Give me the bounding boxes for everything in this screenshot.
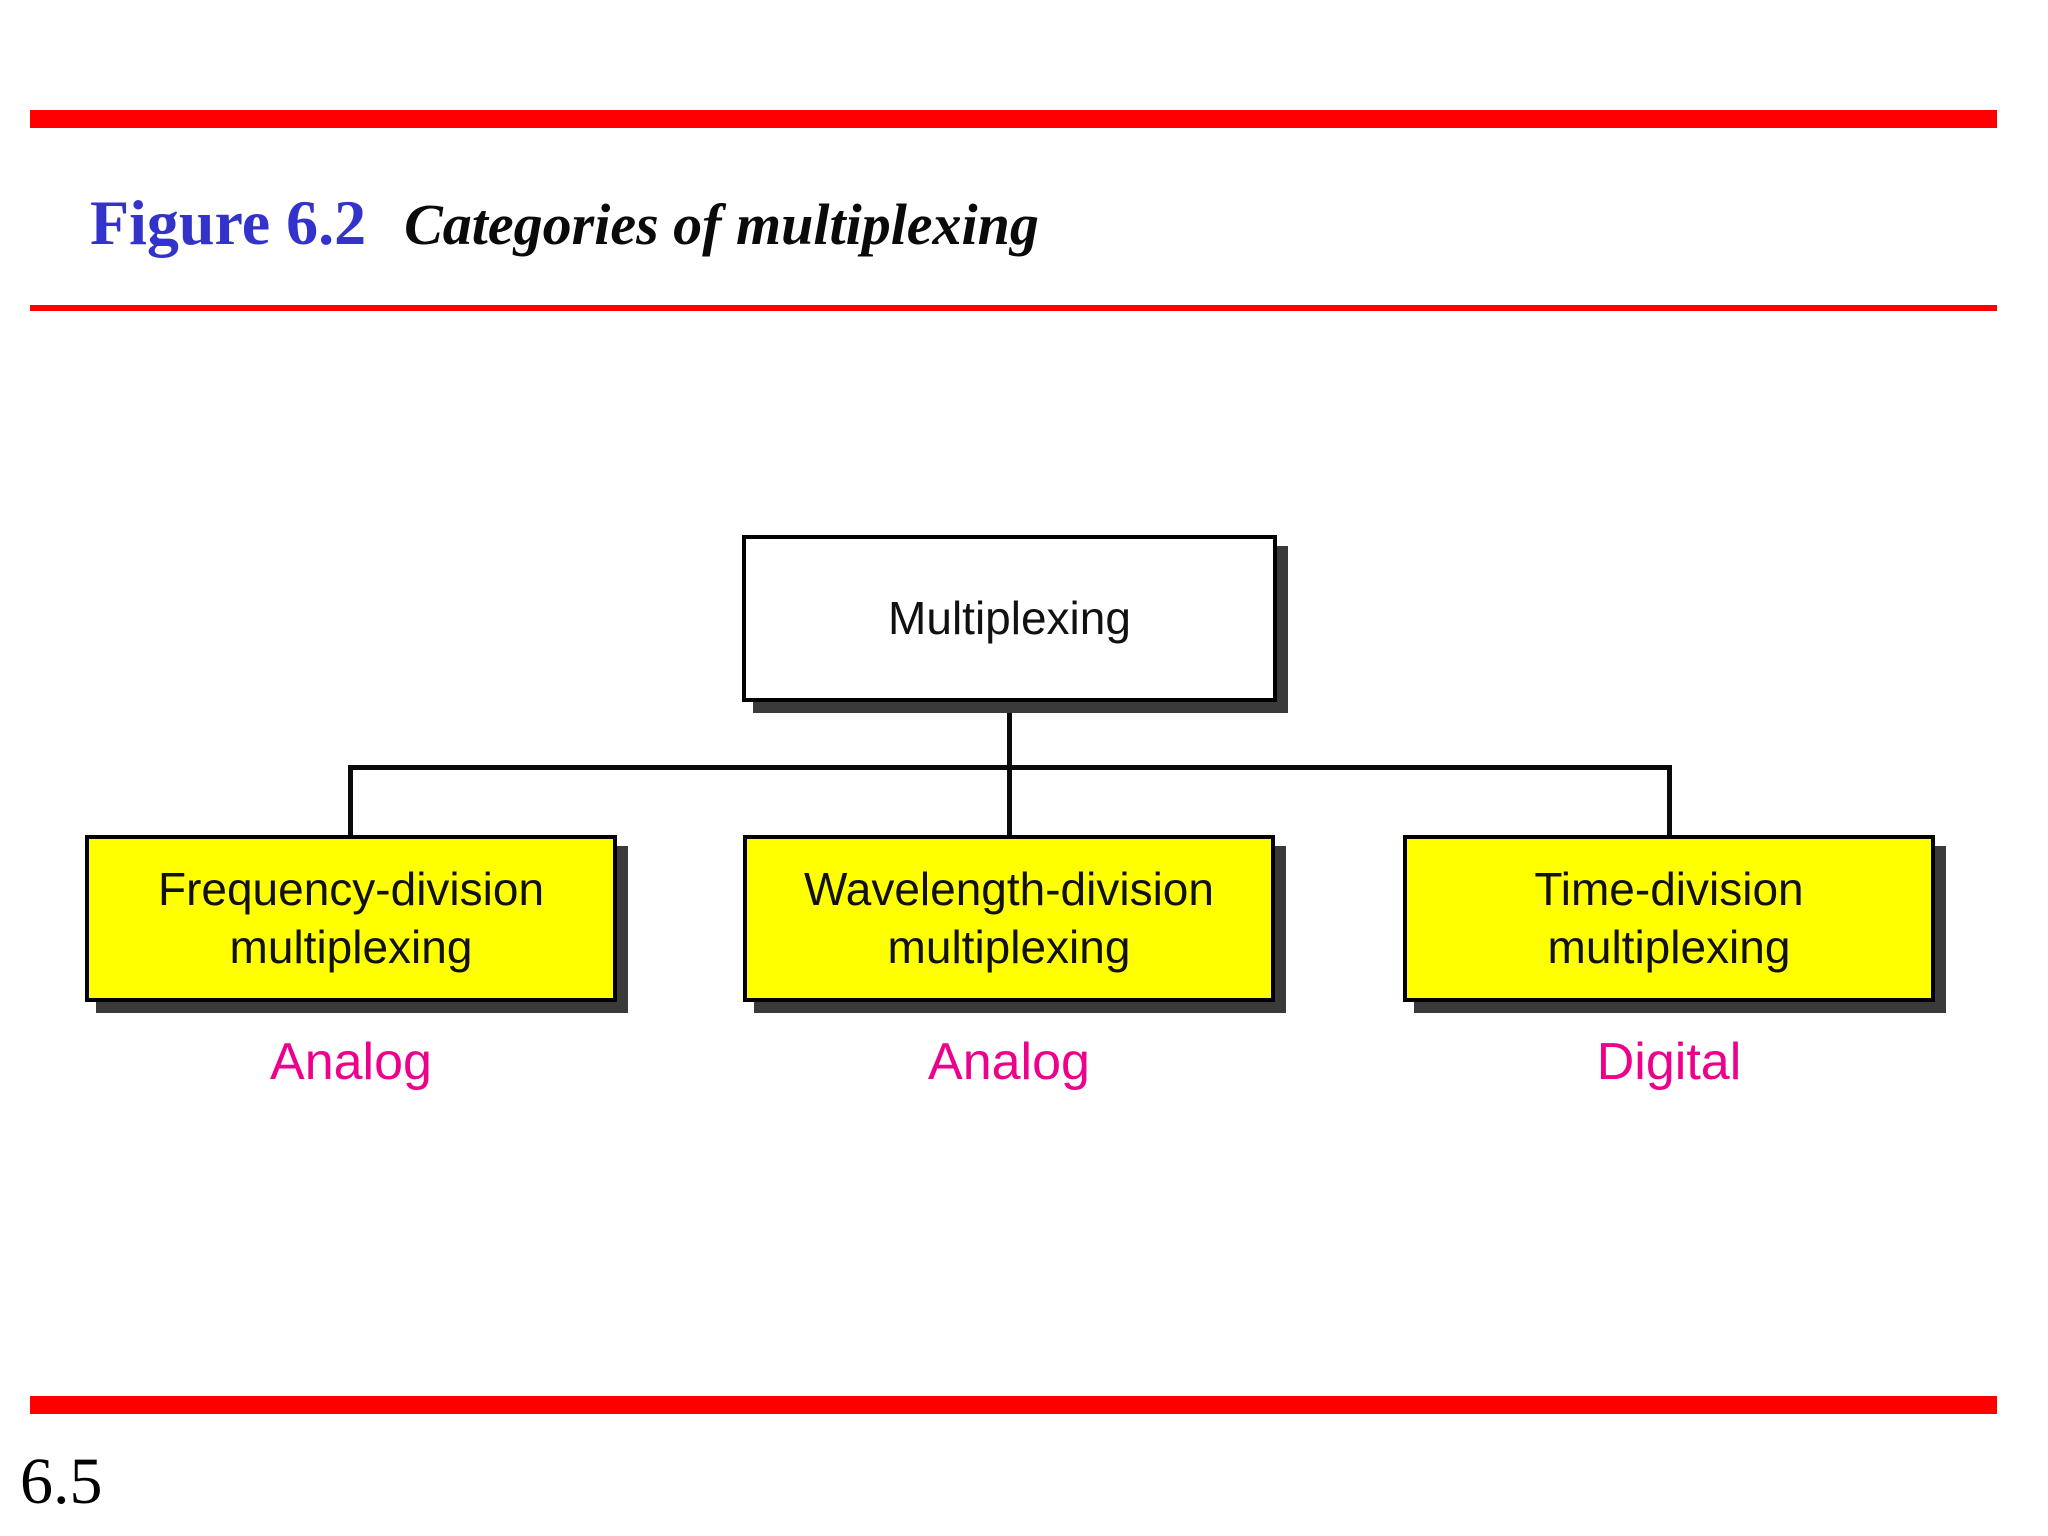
page-number: 6.5 [20, 1445, 103, 1518]
connector-drop-right [1667, 765, 1672, 837]
node-fdm-label-line1: Frequency-division [157, 862, 545, 915]
node-tdm-label-line2: multiplexing [1547, 920, 1791, 973]
figure-number: Figure 6.2 [90, 187, 367, 258]
node-fdm-label-line2: multiplexing [229, 920, 473, 973]
node-frequency-division: Frequency-division multiplexing [85, 835, 617, 1002]
connector-horizontal [348, 765, 1672, 770]
node-wdm-label-line2: multiplexing [887, 920, 1131, 973]
title-underline-rule [30, 305, 1997, 311]
category-label-fdm: Analog [270, 1033, 432, 1091]
category-label-wdm: Analog [928, 1033, 1090, 1091]
top-accent-bar [30, 110, 1997, 128]
node-tdm-label-line1: Time-division [1534, 862, 1804, 915]
category-label-tdm: Digital [1596, 1033, 1742, 1091]
node-multiplexing: Multiplexing [742, 535, 1277, 702]
figure-caption: Categories of multiplexing [404, 192, 1039, 257]
figure-title: Figure 6.2 Categories of multiplexing [90, 186, 1039, 260]
connector-drop-left [348, 765, 353, 837]
node-wavelength-division: Wavelength-division multiplexing [743, 835, 1275, 1002]
node-time-division: Time-division multiplexing [1403, 835, 1935, 1002]
bottom-accent-bar [30, 1396, 1997, 1414]
node-wdm-label-line1: Wavelength-division [804, 862, 1214, 915]
node-multiplexing-label: Multiplexing [888, 591, 1131, 644]
